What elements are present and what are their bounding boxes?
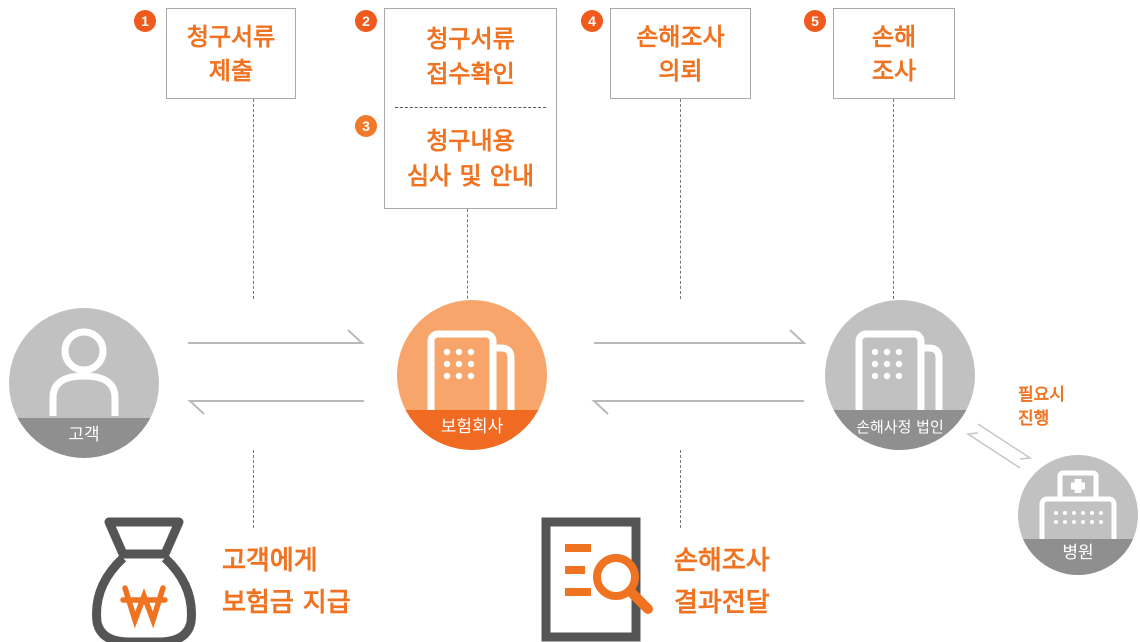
customer-label: 고객 [9, 418, 159, 458]
step-4-box: 손해조사 의뢰 [610, 8, 751, 99]
step-2-3-box: 청구서류 접수확인 청구내용 심사 및 안내 [384, 8, 557, 209]
step-5-number: 5 [804, 10, 826, 32]
step-5-line-2: 조사 [871, 57, 917, 85]
adjuster-label: 손해사정 법인 [825, 410, 975, 450]
arrow-insurer-to-adjuster [594, 329, 807, 344]
step-2-line-2: 접수확인 [426, 60, 515, 88]
person-icon [49, 328, 119, 416]
money-bag-icon [92, 517, 196, 642]
arrow-hospital-to-adjuster [965, 432, 1021, 469]
adjuster-node: 손해사정 법인 [825, 300, 975, 450]
step-3-line-2: 심사 및 안내 [406, 162, 535, 190]
connector-step5 [893, 99, 894, 299]
step-2-line-1: 청구서류 [426, 25, 515, 53]
connector-payment [253, 450, 254, 528]
connector-result [680, 450, 681, 528]
connector-step3 [467, 209, 468, 309]
step-4-line-2: 의뢰 [658, 57, 703, 85]
step-1-box: 청구서류 제출 [166, 8, 296, 99]
optional-note-line-1: 필요시 [1018, 385, 1065, 405]
arrow-adjuster-to-hospital [977, 423, 1033, 460]
step-5-box: 손해 조사 [833, 8, 955, 99]
customer-node: 고객 [9, 308, 159, 458]
payment-line-2: 보험금 지급 [222, 588, 351, 618]
document-search-icon [541, 517, 653, 642]
arrow-insurer-to-customer [187, 400, 364, 415]
step-1-line-2: 제출 [208, 57, 254, 85]
step-3-line-1: 청구내용 [426, 127, 515, 155]
connector-step4 [680, 99, 681, 299]
step-4-number: 4 [581, 10, 603, 32]
step-1-number: 1 [134, 10, 156, 32]
step-3-number: 3 [355, 115, 377, 137]
optional-note-line-2: 진행 [1018, 409, 1050, 429]
payment-line-1: 고객에게 [222, 546, 318, 576]
connector-step1 [253, 99, 254, 299]
hospital-label: 병원 [1018, 539, 1138, 575]
arrow-adjuster-to-insurer [591, 400, 804, 415]
result-line-2: 결과전달 [674, 588, 770, 618]
step-2-number: 2 [355, 10, 377, 32]
step-divider [395, 107, 546, 108]
step-5-line-1: 손해 [871, 23, 917, 51]
result-line-1: 손해조사 [674, 546, 770, 576]
insurer-node: 보험회사 [397, 300, 547, 450]
step-1-line-1: 청구서류 [186, 23, 276, 51]
hospital-node: 병원 [1018, 455, 1138, 575]
insurer-label: 보험회사 [397, 410, 547, 450]
step-4-line-1: 손해조사 [636, 23, 725, 51]
arrow-customer-to-insurer [188, 329, 365, 344]
